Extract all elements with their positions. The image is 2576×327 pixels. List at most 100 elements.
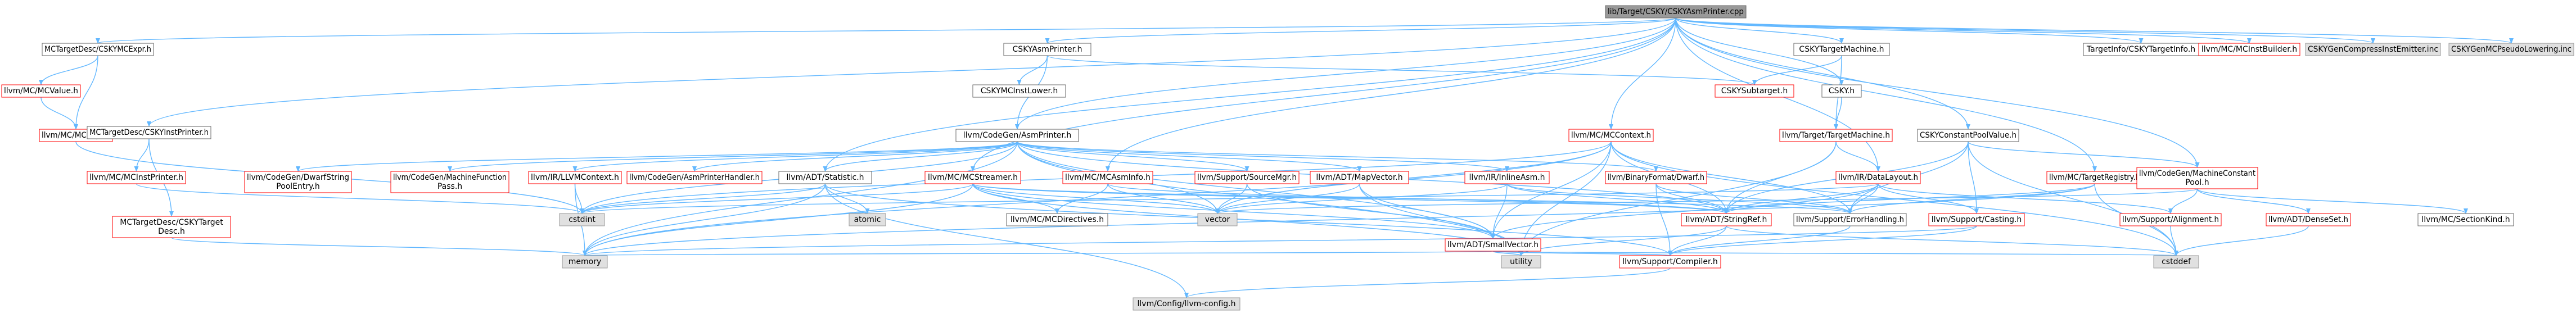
node-inlineasm[interactable]: llvm/IR/InlineAsm.h	[1464, 171, 1550, 184]
node-mctdexpr-box[interactable]	[42, 43, 154, 56]
node-cskyh-box[interactable]	[1821, 84, 1862, 98]
node-sourcemgr[interactable]: llvm/Support/SourceMgr.h	[1194, 171, 1300, 184]
node-mcasminfo[interactable]: llvm/MC/MCAsmInfo.h	[1062, 171, 1153, 184]
node-stringref[interactable]: llvm/ADT/StringRef.h	[1681, 213, 1772, 226]
node-mcasminfo-box[interactable]	[1062, 171, 1153, 184]
node-casting[interactable]: llvm/Support/Casting.h	[1928, 213, 2025, 226]
node-mcdirectives[interactable]: llvm/MC/MCDirectives.h	[1006, 213, 1108, 226]
node-errhandling-box[interactable]	[1793, 213, 1907, 226]
node-mctreg[interactable]: llvm/MC/TargetRegistry.h	[2046, 171, 2143, 184]
edge-statistic-to-cstdint	[580, 183, 826, 214]
node-alignment-box[interactable]	[2119, 213, 2222, 226]
node-instprinter[interactable]: MCTargetDesc/CSKYInstPrinter.h	[87, 126, 211, 139]
node-mcinstbuilder[interactable]: llvm/MC/MCInstBuilder.h	[2198, 43, 2300, 56]
node-compress-box[interactable]	[2305, 43, 2441, 56]
node-cstddef-box[interactable]	[2153, 255, 2199, 269]
node-asmprinterh-box[interactable]	[1003, 43, 1091, 56]
node-mcvalue-box[interactable]	[1, 84, 81, 98]
node-memory[interactable]: memory	[562, 255, 608, 269]
node-compress[interactable]: CSKYGenCompressInstEmitter.inc	[2305, 43, 2441, 56]
node-cgasmprinter[interactable]: llvm/CodeGen/AsmPrinter.h	[955, 129, 1079, 142]
node-mcstreamer[interactable]: llvm/MC/MCStreamer.h	[924, 171, 1021, 184]
node-sectionkind[interactable]: llvm/MC/SectionKind.h	[2417, 213, 2514, 226]
edge-mcpool-to-alignment	[2168, 188, 2198, 214]
node-instlower[interactable]: CSKYMCInstLower.h	[972, 84, 1066, 98]
node-vector-box[interactable]	[1197, 213, 1238, 226]
node-mcdirectives-box[interactable]	[1006, 213, 1108, 226]
node-cpvalue[interactable]: CSKYConstantPoolValue.h	[1917, 129, 2019, 142]
node-stringref-box[interactable]	[1681, 213, 1772, 226]
node-llvmctx[interactable]: llvm/IR/LLVMContext.h	[528, 171, 622, 184]
node-root-box[interactable]	[1605, 5, 1747, 19]
node-mapvector-box[interactable]	[1310, 171, 1409, 184]
node-llvmconfig-box[interactable]	[1133, 297, 1240, 311]
node-statistic[interactable]: llvm/ADT/Statistic.h	[778, 171, 872, 184]
node-statistic-box[interactable]	[778, 171, 872, 184]
node-densesetn[interactable]: llvm/ADT/DenseSet.h	[2266, 213, 2351, 226]
node-pseudo-box[interactable]	[2448, 43, 2574, 56]
node-mctdexpr[interactable]: MCTargetDesc/CSKYMCExpr.h	[42, 43, 154, 56]
node-instlower-box[interactable]	[972, 84, 1066, 98]
node-cpvalue-box[interactable]	[1917, 129, 2019, 142]
node-mcinstprinter-box[interactable]	[87, 171, 186, 184]
node-mcpool-box[interactable]	[2136, 167, 2258, 189]
node-utility[interactable]: utility	[1501, 255, 1541, 269]
node-asmhandler-box[interactable]	[626, 171, 763, 184]
node-mccontext[interactable]: llvm/MC/MCContext.h	[1568, 129, 1654, 142]
node-compiler[interactable]: llvm/Support/Compiler.h	[1619, 255, 1721, 269]
node-datalayout[interactable]: llvm/IR/DataLayout.h	[1835, 171, 1921, 184]
node-pseudo[interactable]: CSKYGenMCPseudoLowering.inc	[2448, 43, 2574, 56]
node-tinfo[interactable]: TargetInfo/CSKYTargetInfo.h	[2083, 43, 2199, 56]
node-sourcemgr-box[interactable]	[1194, 171, 1300, 184]
node-llvmctx-box[interactable]	[528, 171, 622, 184]
node-root[interactable]: lib/Target/CSKY/CSKYAsmPrinter.cpp	[1605, 5, 1747, 19]
node-sectionkind-box[interactable]	[2417, 213, 2514, 226]
node-asmprinterh[interactable]: CSKYAsmPrinter.h	[1003, 43, 1091, 56]
node-cskyh[interactable]: CSKY.h	[1821, 84, 1862, 98]
node-mcinstbuilder-box[interactable]	[2198, 43, 2300, 56]
node-smallvector[interactable]: llvm/ADT/SmallVector.h	[1445, 238, 1541, 252]
node-bfdwarf-label: llvm/BinaryFormat/Dwarf.h	[1608, 173, 1704, 182]
node-bfdwarf-box[interactable]	[1605, 171, 1707, 184]
node-cstdint[interactable]: cstdint	[559, 213, 605, 226]
node-instprinter-box[interactable]	[87, 126, 211, 139]
node-cstdint-box[interactable]	[559, 213, 605, 226]
node-mcpool-label: llvm/CodeGen/MachineConstant	[2139, 169, 2255, 178]
node-asmhandler[interactable]: llvm/CodeGen/AsmPrinterHandler.h	[626, 171, 763, 184]
node-mapvector[interactable]: llvm/ADT/MapVector.h	[1310, 171, 1409, 184]
node-densesetn-box[interactable]	[2266, 213, 2351, 226]
node-targetmachine[interactable]: llvm/Target/TargetMachine.h	[1779, 129, 1893, 142]
node-atomic-box[interactable]	[849, 213, 886, 226]
node-smallvector-box[interactable]	[1445, 238, 1541, 252]
node-datalayout-box[interactable]	[1835, 171, 1921, 184]
node-memory-box[interactable]	[562, 255, 608, 269]
node-llvmconfig[interactable]: llvm/Config/llvm-config.h	[1133, 297, 1240, 311]
node-targetmachine-box[interactable]	[1779, 129, 1893, 142]
node-utility-box[interactable]	[1501, 255, 1541, 269]
node-cskytm-box[interactable]	[1793, 43, 1890, 56]
node-atomic[interactable]: atomic	[849, 213, 886, 226]
node-alignment[interactable]: llvm/Support/Alignment.h	[2119, 213, 2222, 226]
node-bfdwarf[interactable]: llvm/BinaryFormat/Dwarf.h	[1605, 171, 1707, 184]
node-mcstreamer-box[interactable]	[924, 171, 1021, 184]
node-cskysubtarget[interactable]: CSKYSubtarget.h	[1715, 84, 1794, 98]
node-dwarfstr-box[interactable]	[244, 171, 352, 193]
node-cskysubtarget-box[interactable]	[1715, 84, 1794, 98]
node-compiler-box[interactable]	[1619, 255, 1721, 269]
node-cgasmprinter-box[interactable]	[955, 129, 1079, 142]
node-casting-box[interactable]	[1928, 213, 2025, 226]
node-targetdesc-box[interactable]	[112, 216, 231, 238]
node-mcvalue[interactable]: llvm/MC/MCValue.h	[1, 84, 81, 98]
node-mcinstprinter[interactable]: llvm/MC/MCInstPrinter.h	[87, 171, 186, 184]
node-cstddef[interactable]: cstddef	[2153, 255, 2199, 269]
node-mccontext-box[interactable]	[1568, 129, 1654, 142]
node-errhandling[interactable]: llvm/Support/ErrorHandling.h	[1793, 213, 1907, 226]
node-inlineasm-box[interactable]	[1464, 171, 1550, 184]
node-vector[interactable]: vector	[1197, 213, 1238, 226]
node-cskytm[interactable]: CSKYTargetMachine.h	[1793, 43, 1890, 56]
node-mfpass-box[interactable]	[390, 171, 509, 193]
